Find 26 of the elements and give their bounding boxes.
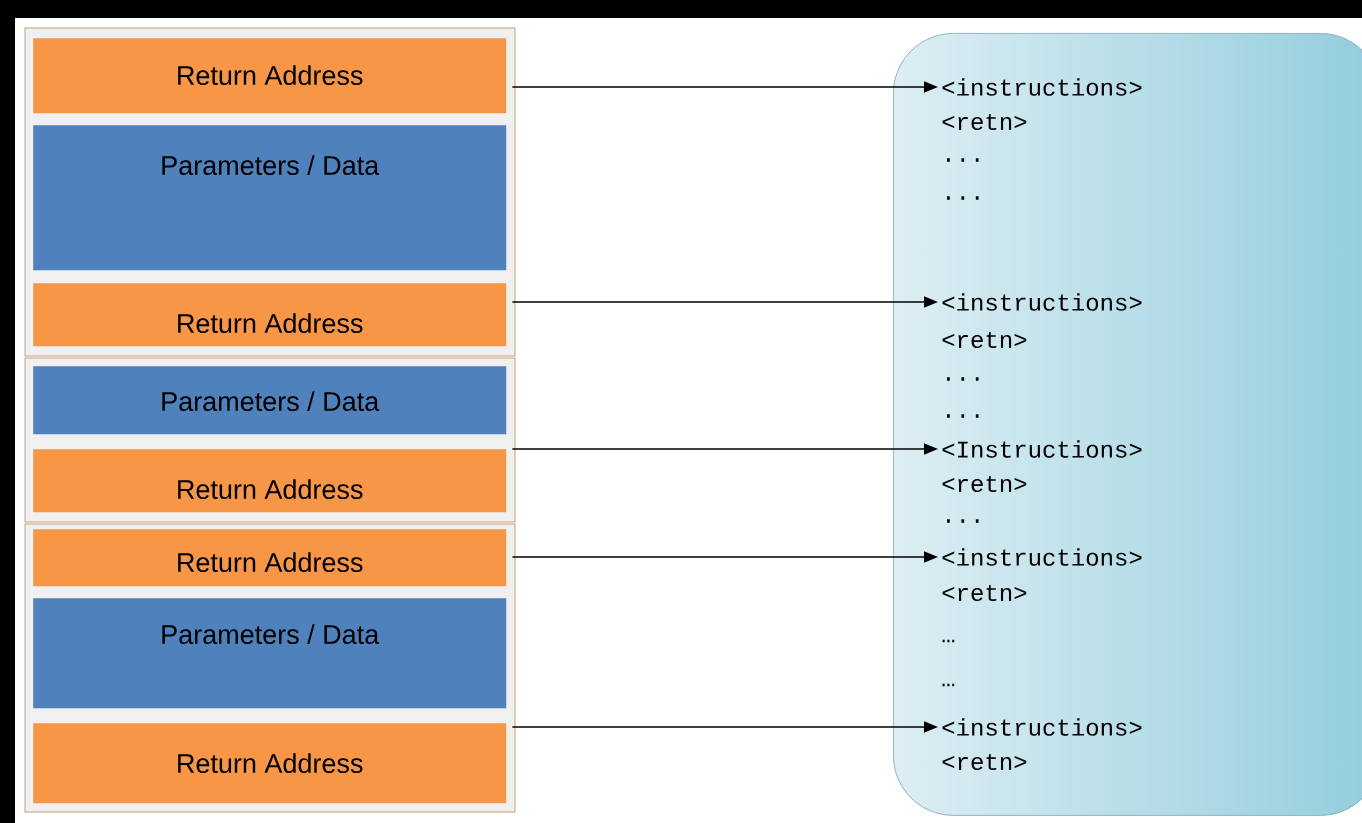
code-line: <instructions> xyxy=(942,78,1142,96)
return-address-box: Return Address xyxy=(33,283,507,347)
code-line: ... xyxy=(947,519,979,523)
code-line: <instructions> xyxy=(942,718,1142,736)
code-line: ... xyxy=(947,158,979,162)
code-line: … xyxy=(942,683,955,687)
code-line: <instructions> xyxy=(942,293,1142,311)
code-line: ... xyxy=(947,377,979,381)
code-line: <instructions> xyxy=(942,548,1142,566)
code-line: <Instructions> xyxy=(942,440,1142,458)
code-line: <retn> xyxy=(942,331,1027,349)
code-line: <retn> xyxy=(942,584,1027,602)
return-address-box: Return Address xyxy=(33,38,507,114)
code-panel xyxy=(893,33,1362,816)
parameters-box: Parameters / Data xyxy=(33,598,507,709)
parameters-box: Parameters / Data xyxy=(33,125,507,271)
code-line: ... xyxy=(947,414,979,418)
code-line: <retn> xyxy=(942,753,1027,771)
code-line: … xyxy=(942,639,955,643)
parameters-box: Parameters / Data xyxy=(33,366,507,435)
code-line: <retn> xyxy=(942,113,1027,131)
code-line: ... xyxy=(947,196,979,200)
return-address-box: Return Address xyxy=(33,449,507,513)
return-address-box: Return Address xyxy=(33,529,507,587)
return-address-box: Return Address xyxy=(33,723,507,804)
code-line: <retn> xyxy=(942,475,1027,493)
